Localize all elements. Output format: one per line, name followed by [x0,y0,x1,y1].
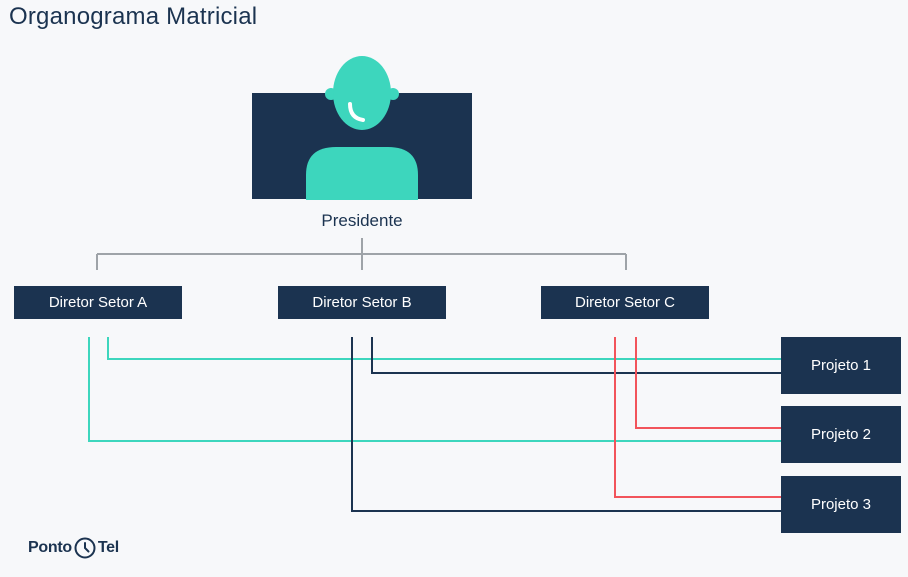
hierarchy-connectors [96,238,627,270]
logo-text-ponto: Ponto [28,539,72,556]
red-project-lines [614,337,781,498]
director-box-a: Diretor Setor A [14,286,182,319]
logo-text-tel: Tel [97,539,119,556]
person-avatar-icon [306,56,418,200]
clock-icon [74,537,96,559]
project-box-2: Projeto 2 [781,406,901,463]
project-box-3: Projeto 3 [781,476,901,533]
pontotel-logo: Ponto Tel [28,532,119,564]
director-box-c: Diretor Setor C [541,286,709,319]
navy-project-lines [351,337,781,512]
page-title: Organograma Matricial [9,3,258,30]
president-label: Presidente [321,211,403,230]
teal-project-lines [88,337,781,442]
director-box-b: Diretor Setor B [278,286,446,319]
project-box-1: Projeto 1 [781,337,901,394]
